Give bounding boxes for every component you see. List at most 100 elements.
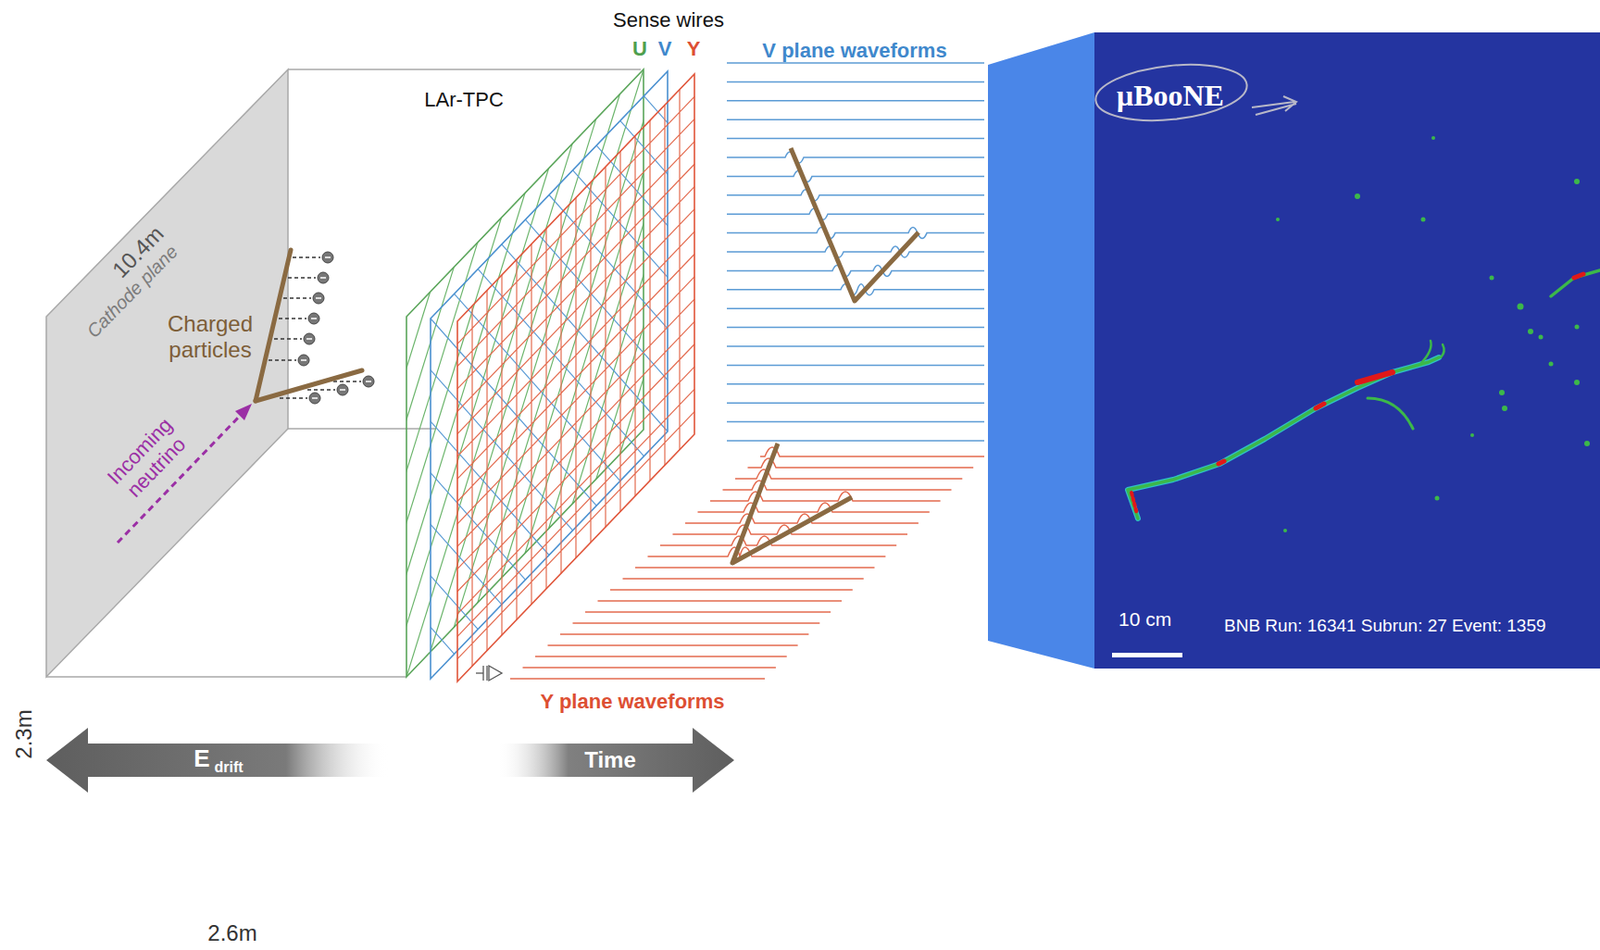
projection-beam bbox=[987, 32, 1095, 669]
illustration-part bbox=[635, 566, 875, 569]
u-wire-plane bbox=[240, 0, 787, 850]
scale-label: 10 cm bbox=[1118, 608, 1172, 631]
illustration-part bbox=[283, 297, 312, 299]
illustration-part bbox=[585, 611, 831, 613]
plane-letter: Y bbox=[687, 37, 701, 61]
illustration-part bbox=[1421, 340, 1445, 363]
illustration-part bbox=[726, 439, 985, 442]
illustration-part bbox=[287, 427, 436, 430]
illustration-part bbox=[362, 375, 375, 388]
illustration-part bbox=[365, 380, 372, 383]
illustration-part bbox=[1431, 136, 1436, 140]
illustration-part bbox=[287, 276, 316, 278]
illustration-part bbox=[573, 622, 821, 625]
illustration-part bbox=[308, 312, 320, 325]
illustration-part bbox=[748, 458, 975, 468]
illustration-part bbox=[1499, 389, 1505, 396]
logo-text: μBooNE bbox=[1116, 78, 1225, 113]
illustration-part bbox=[510, 677, 765, 680]
illustration-part bbox=[298, 354, 310, 366]
event-info: BNB Run: 16341 Subrun: 27 Event: 1359 bbox=[1224, 615, 1547, 637]
charged-tracks bbox=[255, 250, 363, 401]
dimension-label: 2.3m bbox=[11, 709, 38, 759]
particle-label: Charged particles bbox=[159, 311, 262, 363]
illustration-part bbox=[287, 68, 641, 71]
illustration-part bbox=[623, 577, 864, 580]
illustration-part bbox=[475, 672, 484, 674]
plane-letter: V bbox=[658, 37, 673, 61]
illustration-part bbox=[1574, 379, 1580, 386]
logo-swoosh bbox=[1092, 58, 1297, 128]
illustration-part bbox=[279, 397, 308, 399]
illustration-part bbox=[274, 337, 302, 339]
field-symbol: E bbox=[193, 745, 210, 774]
illustration-part bbox=[1127, 357, 1439, 519]
illustration-part bbox=[726, 118, 985, 121]
illustration-part bbox=[317, 272, 329, 284]
illustration-part bbox=[760, 447, 985, 457]
axis-label: Time bbox=[584, 747, 637, 774]
field-subscript: drift bbox=[213, 759, 243, 776]
illustration-part bbox=[268, 359, 297, 361]
illustration-part bbox=[726, 364, 985, 367]
event-display-ground bbox=[1094, 32, 1600, 669]
illustration-part bbox=[312, 292, 325, 304]
illustration-part bbox=[312, 397, 318, 400]
illustration-part bbox=[1517, 303, 1525, 311]
illustration-part bbox=[1275, 217, 1280, 222]
illustration-part bbox=[320, 276, 326, 279]
y-plane-waveforms bbox=[510, 447, 985, 679]
illustration-part bbox=[726, 246, 985, 258]
waveform-label: Y plane waveforms bbox=[540, 689, 725, 713]
illustration-part bbox=[726, 284, 985, 296]
illustration-part bbox=[726, 62, 985, 64]
illustration-part bbox=[710, 491, 941, 501]
illustration-part bbox=[726, 307, 985, 310]
illustration-part bbox=[726, 264, 985, 276]
illustration-part bbox=[1489, 275, 1495, 281]
event-hits bbox=[1275, 136, 1590, 533]
illustration-part bbox=[1218, 461, 1225, 464]
illustration-part bbox=[726, 401, 985, 404]
illustration-part bbox=[315, 297, 322, 300]
amplifier-symbol bbox=[475, 665, 502, 681]
illustration-part bbox=[1421, 217, 1426, 223]
illustration-part bbox=[648, 547, 887, 557]
drift-arrow bbox=[46, 727, 389, 793]
waveform-label: V plane waveforms bbox=[762, 38, 947, 63]
illustration-part bbox=[255, 250, 291, 401]
illustration-part bbox=[309, 392, 321, 404]
illustration-part bbox=[1127, 357, 1439, 519]
illustration-part bbox=[339, 388, 346, 391]
illustration-part bbox=[726, 326, 985, 329]
illustration-part bbox=[726, 227, 985, 239]
illustration-part bbox=[430, 71, 668, 679]
illustration-part bbox=[1435, 496, 1440, 501]
illustration-part bbox=[278, 317, 307, 319]
illustration-part bbox=[1501, 405, 1508, 412]
v-plane-waveforms bbox=[726, 62, 985, 441]
plane-letter: U bbox=[632, 37, 648, 61]
illustration-part bbox=[1574, 178, 1580, 185]
illustration-part bbox=[255, 370, 363, 401]
illustration-part bbox=[1584, 440, 1590, 447]
illustration-part bbox=[1315, 403, 1325, 409]
illustration-part bbox=[1131, 492, 1138, 514]
dimension-label: 2.6m bbox=[207, 920, 257, 947]
illustration-part bbox=[1354, 193, 1361, 200]
illustration-part bbox=[1092, 58, 1250, 128]
illustration-part bbox=[488, 665, 502, 681]
event-tracks bbox=[1127, 270, 1600, 519]
illustration-part bbox=[726, 170, 985, 182]
heading-label: Sense wires bbox=[612, 8, 725, 32]
track-projection bbox=[732, 443, 852, 563]
time-arrow bbox=[497, 727, 735, 793]
illustration-part bbox=[610, 588, 853, 591]
illustration-part bbox=[726, 421, 985, 424]
illustration-part bbox=[337, 384, 349, 396]
illustration-part bbox=[333, 380, 362, 382]
track-projection bbox=[790, 148, 919, 301]
illustration-part bbox=[1549, 362, 1554, 367]
illustration-part bbox=[685, 513, 919, 524]
